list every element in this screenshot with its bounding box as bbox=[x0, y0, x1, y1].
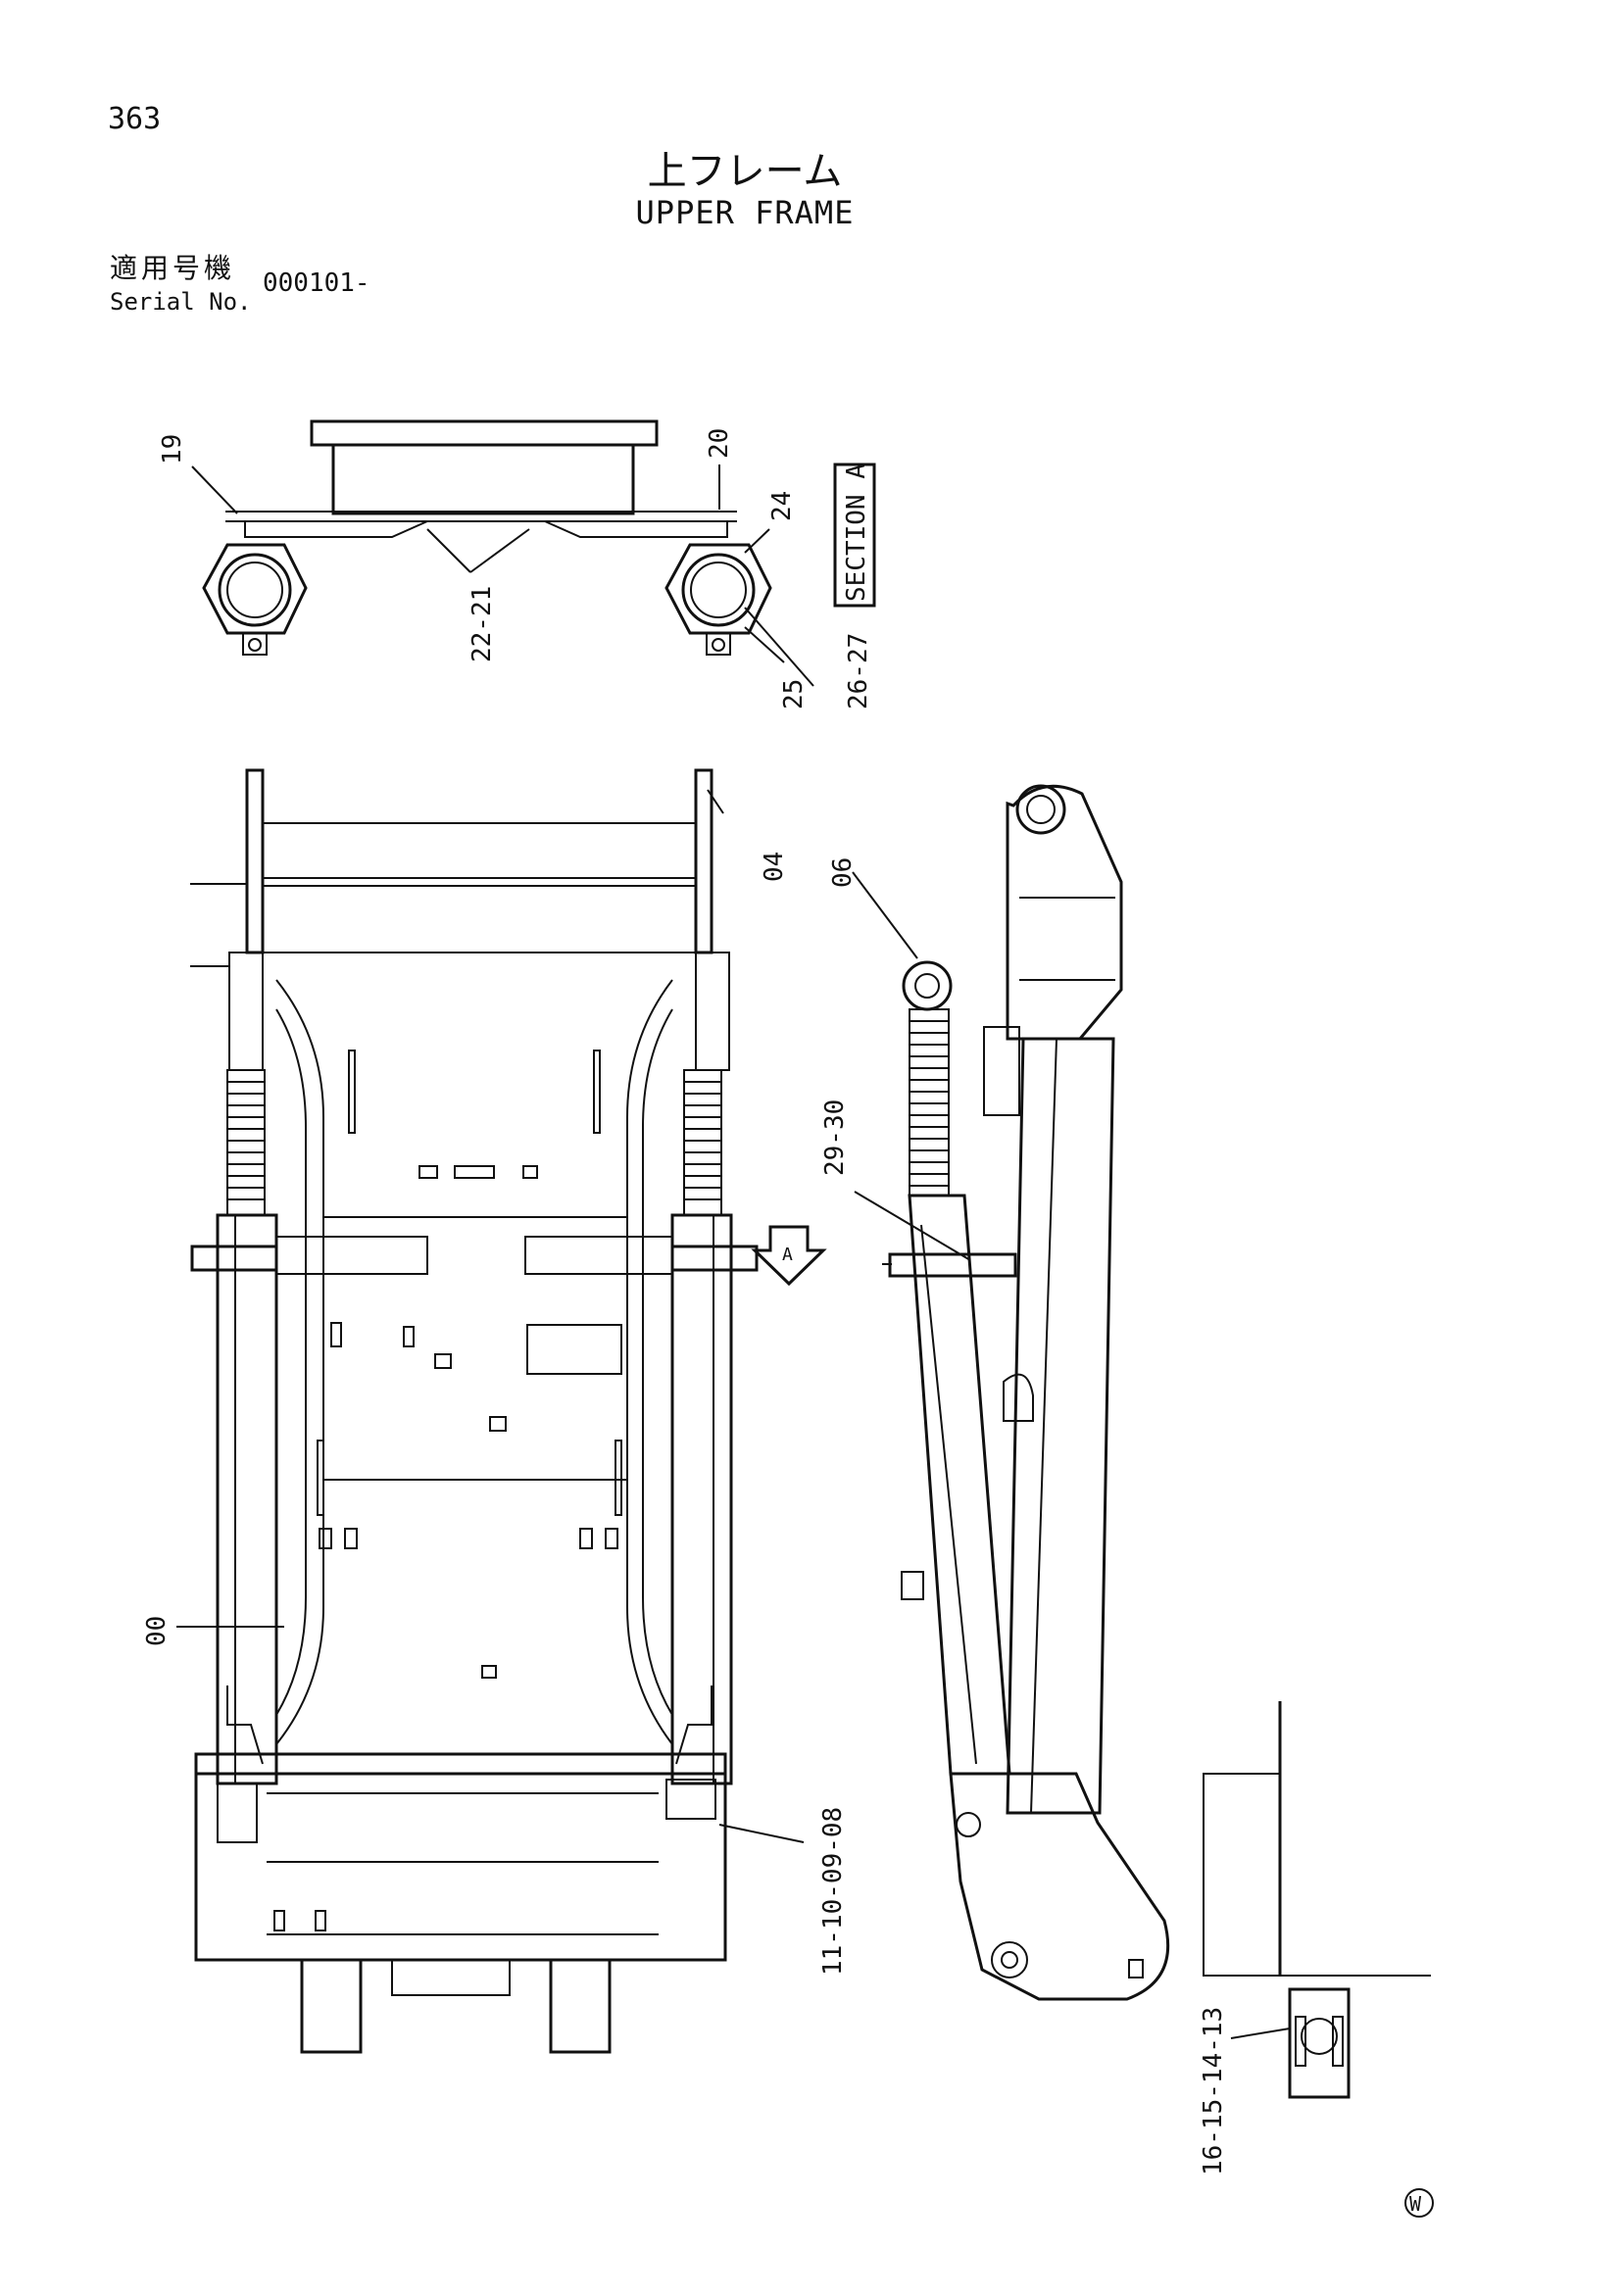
callout-24: 24 bbox=[767, 491, 797, 521]
callout-25: 25 bbox=[779, 679, 809, 709]
callout-06: 06 bbox=[828, 857, 858, 888]
callout-22-21: 22-21 bbox=[467, 586, 497, 662]
callout-11-10-09-08: 11-10-09-08 bbox=[818, 1807, 848, 1976]
section-label-box bbox=[833, 463, 876, 608]
page-title-jp: 上フレーム bbox=[647, 149, 843, 194]
page-title-en: UPPER FRAME bbox=[635, 194, 855, 231]
section-arrow-label: A bbox=[782, 1245, 793, 1265]
callout-16-15-14-13: 16-15-14-13 bbox=[1199, 2007, 1228, 2175]
callout-29-30: 29-30 bbox=[820, 1099, 850, 1176]
callout-00: 00 bbox=[142, 1616, 172, 1646]
page-number: 363 bbox=[108, 102, 162, 136]
serial-value: 000101- bbox=[263, 269, 370, 298]
callout-26-27: 26-27 bbox=[844, 633, 873, 709]
main-frame-view: A 04 00 11-10-09-08 bbox=[142, 768, 848, 2054]
callout-04: 04 bbox=[760, 852, 789, 882]
serial-label-en: Serial No. bbox=[110, 288, 252, 316]
footer-mark-circle bbox=[1404, 2188, 1434, 2218]
callout-20: 20 bbox=[705, 428, 734, 459]
side-view: 06 29-30 bbox=[820, 784, 1170, 2001]
serial-label-jp: 適用号機 bbox=[110, 252, 236, 284]
callout-19: 19 bbox=[158, 434, 187, 464]
detail-view: 16-15-14-13 bbox=[1199, 1701, 1431, 2175]
section-a-view: SECTION A 19 20 24 22-21 25 26-27 bbox=[158, 419, 876, 709]
footer-mark: W bbox=[1409, 2192, 1422, 2216]
section-arrow bbox=[751, 1225, 827, 1287]
section-label: SECTION A bbox=[842, 464, 871, 602]
